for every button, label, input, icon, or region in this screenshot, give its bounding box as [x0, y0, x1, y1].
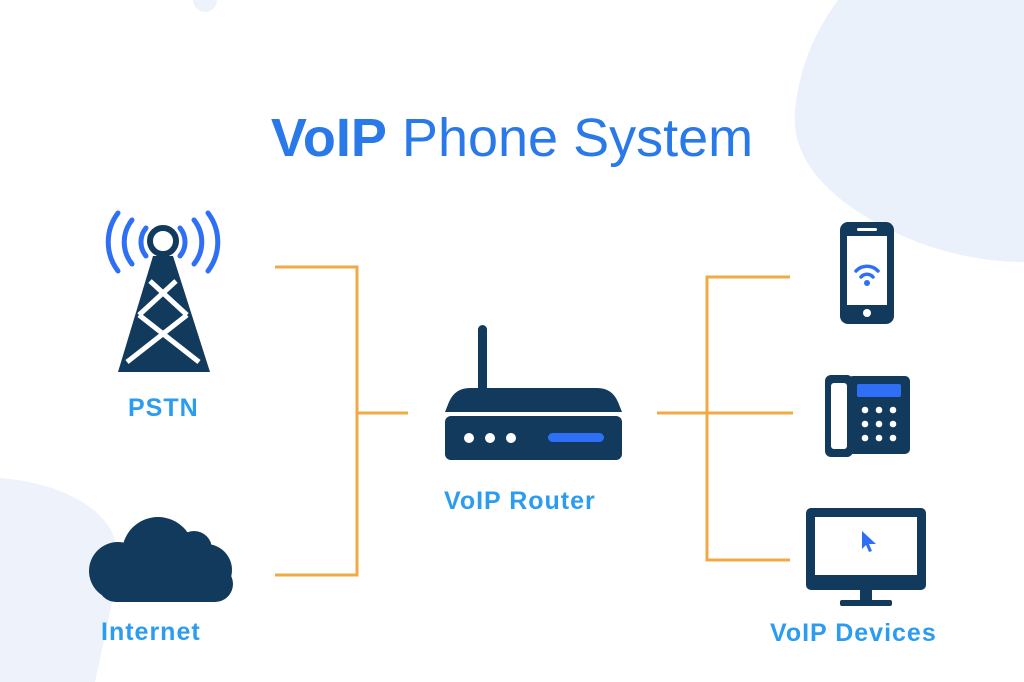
computer-monitor-icon [806, 508, 926, 606]
blob-top-right [794, 0, 1024, 262]
blob-bottom-left [0, 478, 117, 682]
internet-label: Internet [101, 618, 201, 646]
router-icon [445, 325, 622, 460]
title-strong: VoIP [270, 108, 387, 168]
devices-label: VoIP Devices [770, 619, 937, 647]
desk-phone-icon [825, 375, 910, 457]
smartphone-icon [840, 222, 894, 324]
blob-top-dot [193, 0, 217, 12]
pstn-label: PSTN [128, 394, 199, 422]
cloud-icon [89, 517, 233, 602]
connector-right [657, 275, 793, 562]
cell-tower-icon [105, 210, 221, 372]
router-label: VoIP Router [444, 487, 596, 515]
page-title: VoIP Phone System [0, 103, 1024, 173]
connector-left [275, 265, 408, 577]
title-light: Phone System [401, 108, 754, 168]
